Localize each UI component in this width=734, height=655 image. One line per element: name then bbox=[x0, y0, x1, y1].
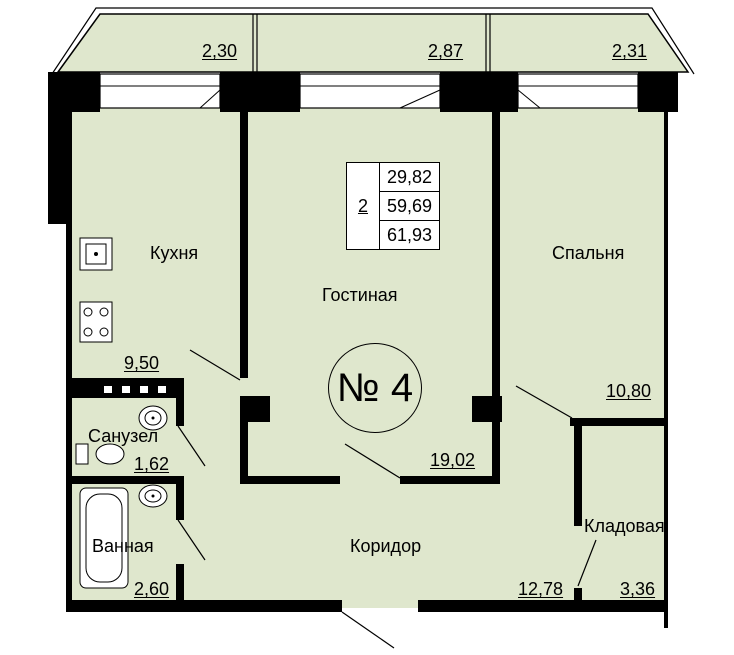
door-swing-icon bbox=[515, 385, 573, 419]
washbasin-icon bbox=[138, 484, 168, 508]
wall bbox=[220, 72, 300, 112]
washbasin-icon bbox=[138, 405, 168, 431]
room-name-storage: Кладовая bbox=[584, 516, 665, 536]
door-swing-icon bbox=[344, 443, 401, 479]
wall bbox=[176, 476, 184, 520]
wall bbox=[664, 72, 678, 112]
apartment-number: № 4 bbox=[336, 365, 414, 410]
window-icon bbox=[517, 73, 639, 109]
wall bbox=[66, 476, 184, 484]
wall bbox=[240, 108, 248, 378]
stove-icon bbox=[79, 301, 113, 343]
balcony-area-label: 2,31 bbox=[612, 41, 648, 61]
wall bbox=[176, 564, 184, 608]
room-name-kitchen: Кухня bbox=[150, 243, 199, 263]
door-swing-icon bbox=[577, 539, 597, 587]
door-swing-icon bbox=[177, 425, 206, 467]
window-icon bbox=[299, 73, 441, 109]
total-with-balcony-value: 61,93 bbox=[386, 224, 433, 245]
room-name-bedroom: Спальня bbox=[552, 243, 625, 263]
wall bbox=[66, 108, 72, 608]
balcony-outer-rail bbox=[51, 7, 695, 75]
room-area-wc: 1,62 bbox=[134, 454, 170, 474]
wall bbox=[574, 418, 582, 526]
room-area-bath: 2,60 bbox=[134, 579, 170, 599]
wall bbox=[176, 396, 184, 426]
total-area-value: 59,69 bbox=[380, 192, 439, 221]
room-name-living: Гостиная bbox=[322, 285, 398, 305]
door-swing-icon bbox=[177, 519, 206, 561]
wall bbox=[240, 420, 248, 482]
toilet-icon bbox=[75, 443, 125, 465]
apartment-number-badge: № 4 bbox=[328, 343, 422, 433]
room-name-wc: Санузел bbox=[88, 426, 159, 446]
room-area-kitchen: 9,50 bbox=[124, 353, 160, 373]
wall bbox=[664, 108, 668, 628]
wall bbox=[440, 72, 518, 112]
wall bbox=[66, 600, 342, 612]
door-swing-icon bbox=[341, 611, 395, 649]
wall bbox=[492, 108, 500, 398]
sink-icon bbox=[79, 237, 113, 271]
room-name-corridor: Коридор bbox=[350, 536, 422, 556]
bathtub-icon bbox=[79, 487, 129, 589]
area-summary-table: 2 29,82 59,69 61,93 bbox=[346, 162, 440, 250]
balcony-area-label: 2,87 bbox=[428, 41, 464, 61]
wall bbox=[492, 420, 500, 482]
wall bbox=[472, 396, 502, 422]
room-name-bath: Ванная bbox=[92, 536, 154, 556]
balcony-area-label: 2,30 bbox=[202, 41, 238, 61]
window-icon bbox=[99, 73, 221, 109]
room-count: 2 bbox=[357, 195, 368, 216]
living-area-value: 29,82 bbox=[380, 163, 439, 192]
room-count-cell: 2 bbox=[347, 163, 380, 249]
wall bbox=[570, 418, 668, 426]
balcony-floor bbox=[56, 13, 690, 73]
room-area-storage: 3,36 bbox=[620, 579, 656, 599]
wall bbox=[574, 588, 582, 608]
wall bbox=[400, 476, 500, 484]
room-area-bedroom: 10,80 bbox=[606, 381, 652, 401]
room-area-living: 19,02 bbox=[430, 450, 476, 470]
wall bbox=[418, 600, 668, 612]
door-swing-icon bbox=[189, 349, 241, 381]
room-area-corridor: 12,78 bbox=[518, 579, 564, 599]
wall bbox=[240, 396, 270, 422]
wall bbox=[240, 476, 340, 484]
